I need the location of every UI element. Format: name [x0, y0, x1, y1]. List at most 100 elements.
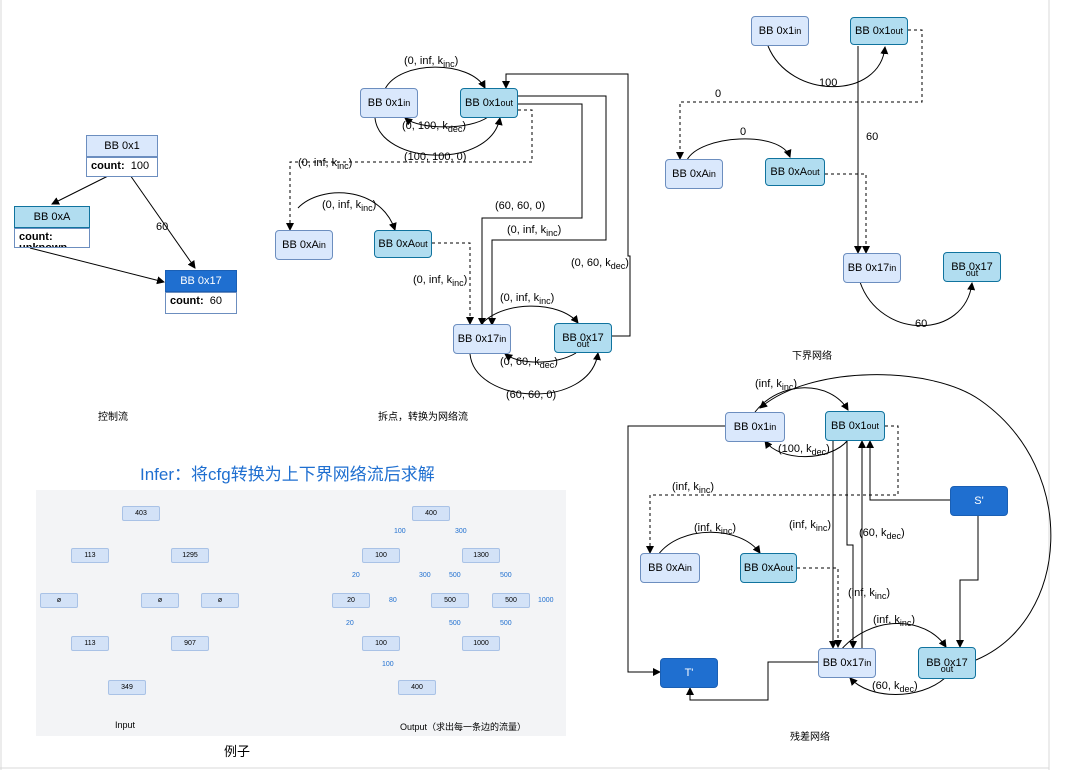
edge-p2-1out-17in-b — [488, 95, 607, 326]
p2-label-top: (0, inf, kinc) — [404, 55, 459, 70]
p3-caption: 下界网络 — [792, 351, 832, 362]
panel4-edges — [627, 374, 1052, 701]
p2-label-6060: (60, 60, 0) — [495, 200, 546, 212]
ex-in-node-0: 403 — [122, 506, 160, 521]
p1-bb1-node: BB 0x1 — [86, 135, 158, 157]
ex-out-node-1: 100 — [362, 548, 400, 563]
ex-out-node-2: 1300 — [462, 548, 500, 563]
main-title: Infer：将cfg转换为上下界网络流后求解 — [140, 465, 435, 484]
p4-label-17bot: (60, kdec) — [872, 680, 918, 695]
ex-out-edge-label-11: 100 — [382, 661, 394, 668]
p3-label-0b: 0 — [740, 126, 747, 138]
p4-source-label: S' — [974, 495, 984, 507]
ex-out-edge-label-1: 300 — [455, 528, 467, 535]
p2-bb17-out-label: BB 0x17 — [562, 332, 604, 344]
p2-bb17-in-label: BB 0x17 — [457, 333, 500, 345]
panel4-dashed — [646, 425, 899, 648]
ex-out-edge-label-0: 100 — [394, 528, 406, 535]
edge-p4-1out-1in — [764, 439, 849, 458]
p2-bbA-out-label: BB 0xA — [378, 238, 416, 250]
p1-bb17-count: count: 60 — [165, 292, 237, 314]
ex-out-edge-label-5: 300 — [419, 572, 431, 579]
p2-bbA-in-label: BB 0xA — [282, 239, 319, 251]
ex-in-node-5: ø — [201, 593, 239, 608]
p4-sink-node: T' — [660, 658, 718, 688]
p2-label-dash2: (0, inf, kinc) — [413, 274, 468, 289]
edge-p2-17out-1in-back — [502, 73, 631, 337]
edge-p4-dash-1out-Ain — [646, 425, 899, 554]
p1-bb1-count-val: 100 — [130, 160, 150, 172]
edge-p4-17in-T — [686, 661, 818, 701]
p3-label-0a: 0 — [715, 88, 722, 100]
edge-p4-S-17out — [956, 515, 979, 648]
ex-out-edge-label-9: 500 — [500, 620, 512, 627]
edge-p4-1in-T — [627, 425, 725, 676]
p3-label-60b: 60 — [915, 318, 928, 330]
p4-source-node: S' — [950, 486, 1008, 516]
edge-p2-17in-17out-bot — [469, 352, 601, 395]
edge-p2-1out-1in-mid — [404, 116, 489, 128]
edge-p2-Ain-Aout — [297, 192, 397, 231]
p2-label-bot: (100, 100, 0) — [404, 151, 467, 163]
edge-p3-Ain-Aout — [686, 138, 792, 161]
edge-A-to-17 — [29, 247, 165, 285]
panel3-edges — [686, 45, 976, 326]
edge-p4-17in-17out — [839, 623, 947, 652]
ex-out-node-7: 1000 — [462, 636, 500, 651]
panel1-edges — [29, 174, 196, 285]
p2-bb1-in-label: BB 0x1 — [367, 97, 404, 109]
p3-label-100: 100 — [819, 77, 838, 89]
edge-p3-dash-Aout-17in — [825, 173, 870, 254]
panel2-edges — [297, 66, 631, 395]
ex-out-edge-label-8: 500 — [449, 620, 461, 627]
p1-bbA-count: count: unknown — [14, 228, 90, 248]
ex-in-node-2: 1295 — [171, 548, 209, 563]
ex-in-node-1: 113 — [71, 548, 109, 563]
ex-out-node-6: 100 — [362, 636, 400, 651]
p1-bb17-count-val: 60 — [209, 295, 222, 307]
p3-label-60: 60 — [866, 131, 879, 143]
ex-in-node-8: 349 — [108, 680, 146, 695]
p4-caption: 残差网络 — [790, 732, 830, 743]
p2-bb1-out-label: BB 0x1 — [465, 97, 501, 109]
p4-label-infinc4: (inf, kinc) — [848, 587, 891, 602]
p1-bbA-node: BB 0xA — [14, 206, 90, 228]
ex-input-caption: Input — [115, 720, 136, 730]
p1-bbA-label: BB 0xA — [33, 211, 71, 223]
panel3-dashed — [676, 29, 923, 254]
ex-out-node-4: 500 — [431, 593, 469, 608]
p2-label-60dec: (0, 60, kdec) — [571, 257, 629, 272]
p4-label-infinc3: (inf, kinc) — [789, 519, 832, 534]
p4-label-17top: (inf, kinc) — [873, 614, 916, 629]
edge-p3-1in-1out — [767, 45, 889, 87]
edge-p4-S-1out — [866, 440, 950, 501]
edge-p3-17in-17out — [859, 281, 976, 326]
p2-label-17mid: (0, 60, kdec) — [500, 356, 558, 371]
ex-out-edge-label-7: 500 — [500, 572, 512, 579]
p4-label-60dec: (60, kdec) — [859, 527, 905, 542]
p1-caption: 控制流 — [98, 412, 128, 423]
ex-out-edge-label-3: 80 — [389, 597, 397, 604]
edge-p4-dash-Aout-17in — [797, 567, 842, 648]
ex-out-edge-label-10: 1000 — [538, 597, 554, 604]
ex-out-edge-label-4: 20 — [346, 620, 354, 627]
p2-label-17bot: (60, 60, 0) — [506, 389, 557, 401]
p4-label-A: (inf, kinc) — [694, 522, 737, 537]
edge-p2-1out-17in-a — [478, 103, 583, 326]
ex-out-edge-label-6: 500 — [449, 572, 461, 579]
p2-label-17top: (0, inf, kinc) — [500, 292, 555, 307]
ex-in-node-7: 907 — [171, 636, 209, 651]
ex-out-edge-label-2: 20 — [352, 572, 360, 579]
